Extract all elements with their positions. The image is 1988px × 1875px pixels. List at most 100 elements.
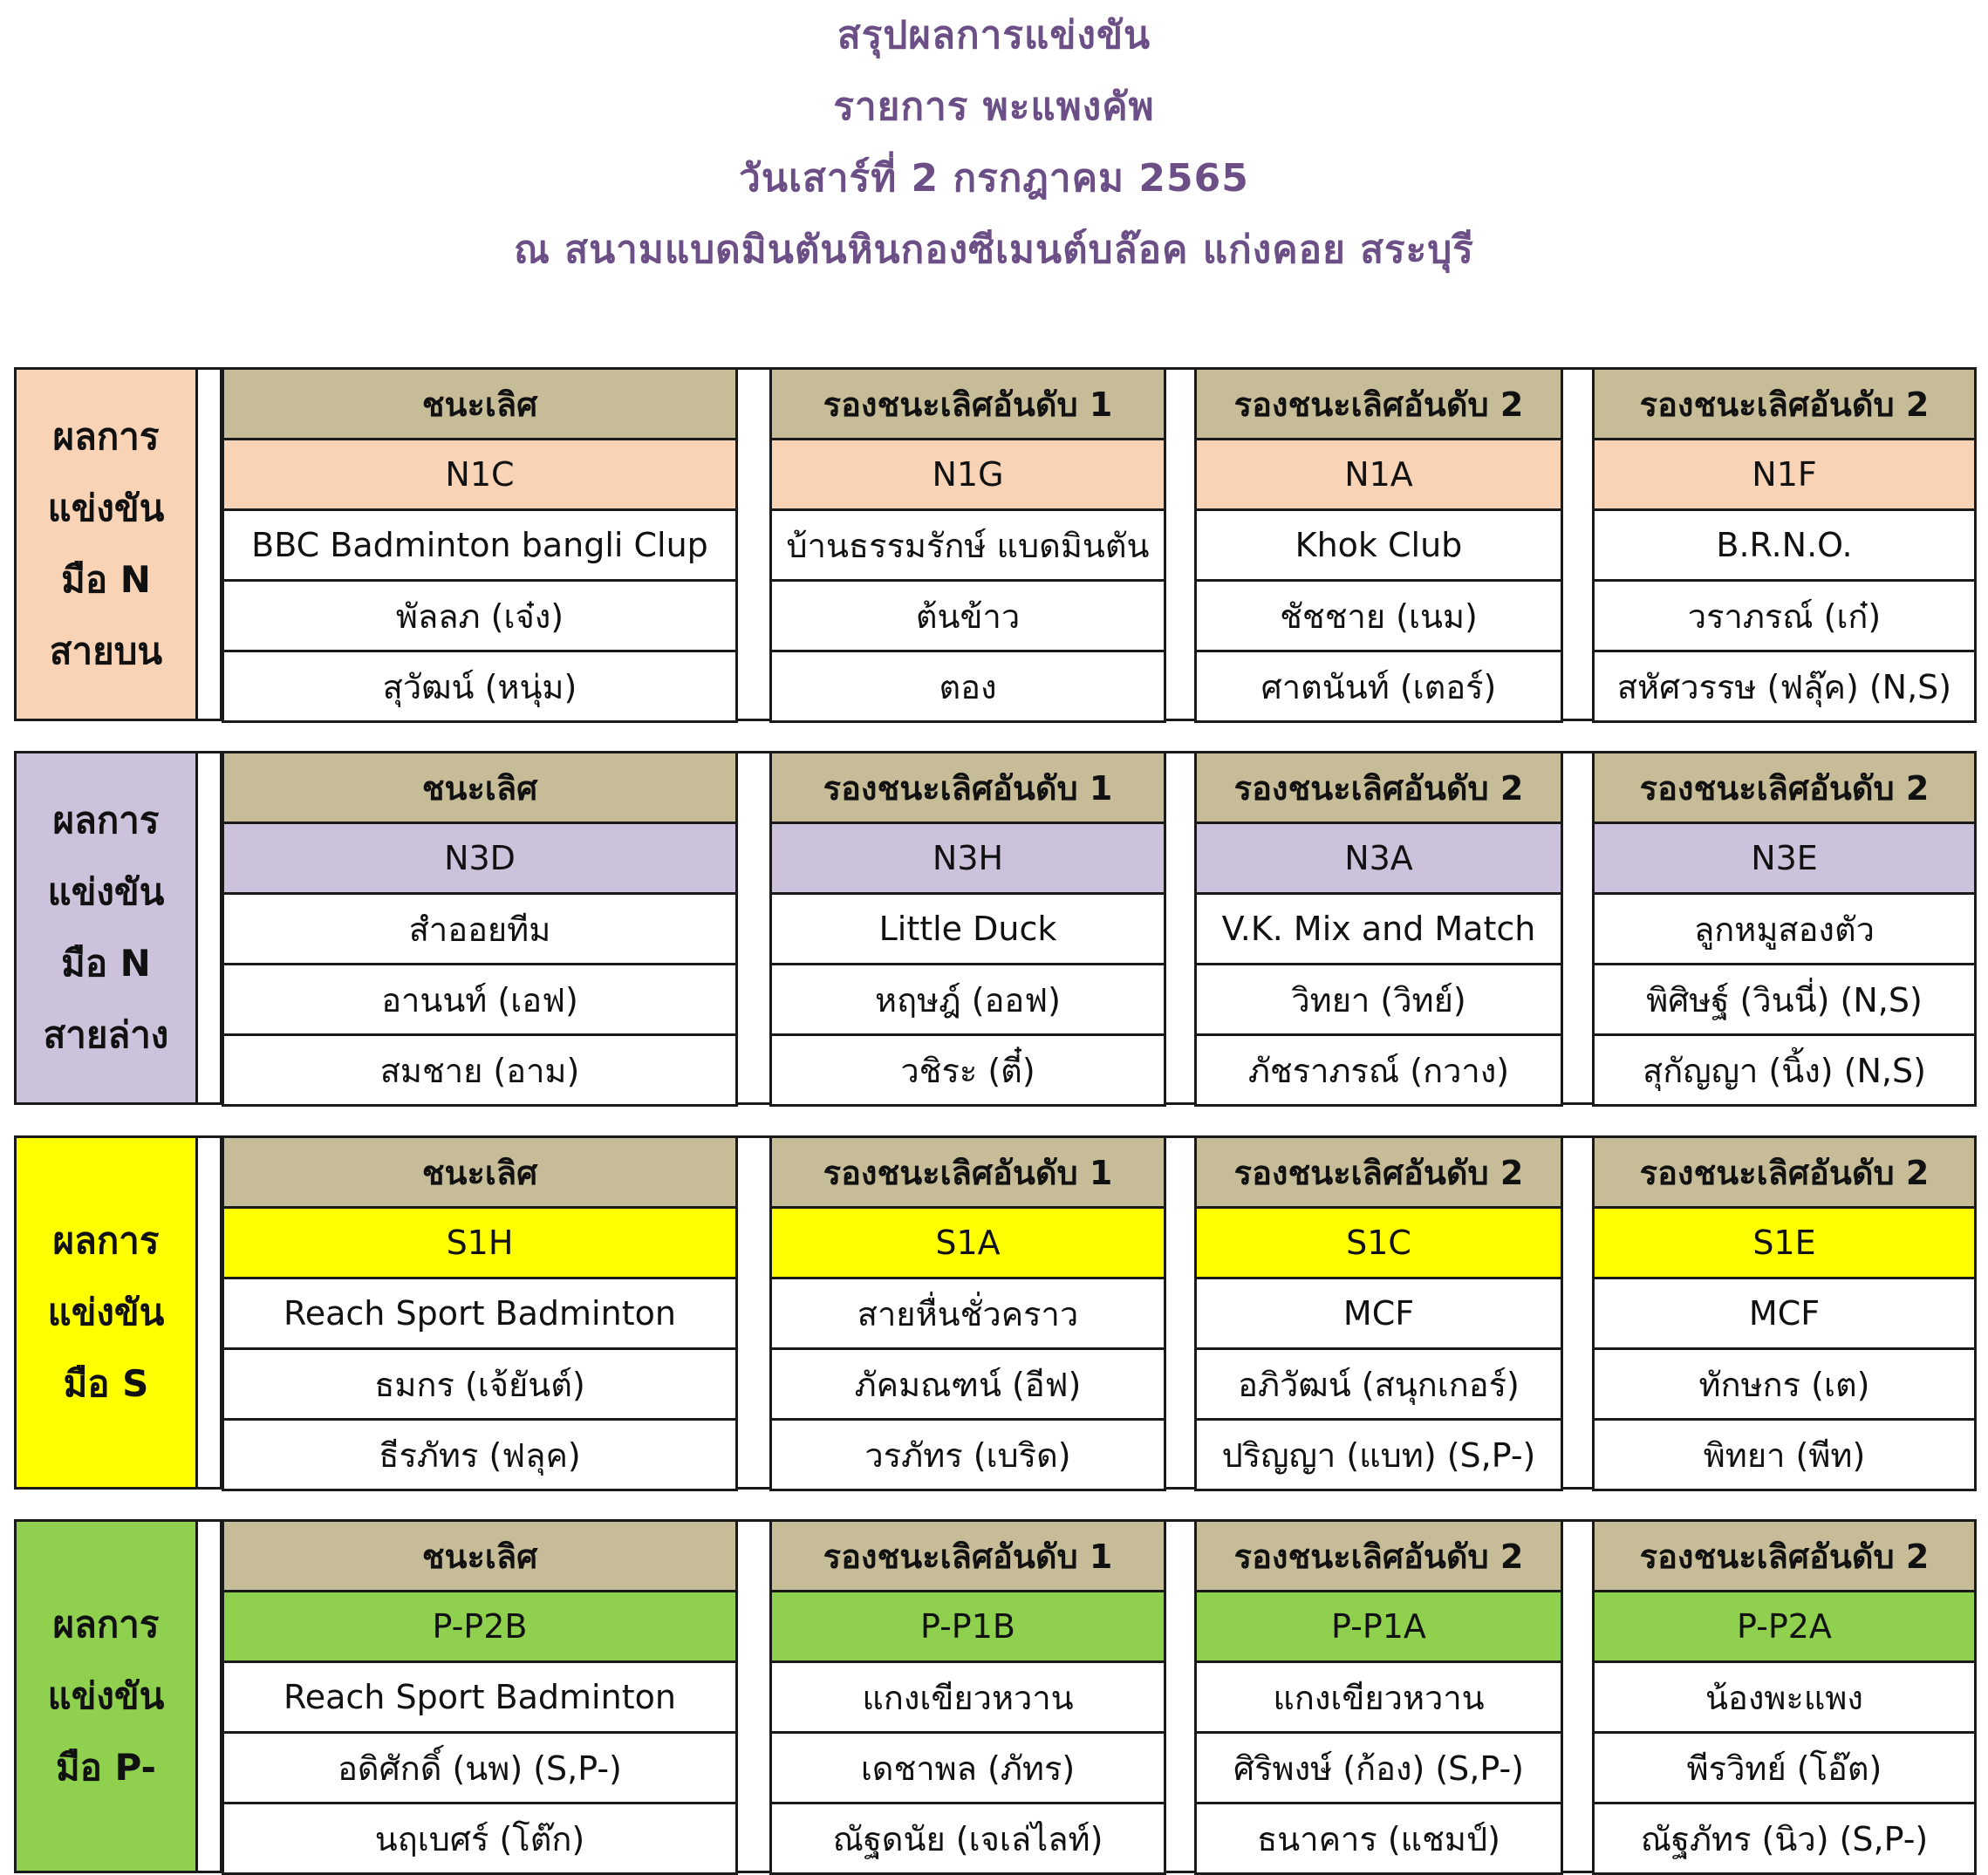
team-name: Khok Club bbox=[1194, 511, 1563, 582]
team-code: P-P1A bbox=[1194, 1592, 1563, 1663]
group-label-text: ผลการ แข่งขัน มือ P- bbox=[47, 1603, 165, 1789]
player-name: ณัฐดนัย (เจเล่ไลท์) bbox=[769, 1804, 1166, 1875]
team-name: ลูกหมูสองตัว bbox=[1592, 895, 1977, 965]
player-name: สุกัญญา (นิ้ง) (N,S) bbox=[1592, 1036, 1977, 1107]
rank-header: รองชนะเลิศอันดับ 1 bbox=[769, 751, 1166, 824]
spacer-column bbox=[198, 751, 222, 1105]
rank-header: รองชนะเลิศอันดับ 2 bbox=[1592, 1135, 1977, 1209]
player-name: ชัชชาย (เนม) bbox=[1194, 582, 1563, 652]
rank-header: ชนะเลิศ bbox=[222, 1519, 738, 1592]
spacer-column bbox=[198, 367, 222, 721]
group-label: ผลการ แข่งขัน มือ P- bbox=[14, 1519, 198, 1873]
spacer-column bbox=[198, 1519, 222, 1873]
rank-header: รองชนะเลิศอันดับ 2 bbox=[1194, 1519, 1563, 1592]
group-label: ผลการ แข่งขัน มือ N สายบน bbox=[14, 367, 198, 721]
player-name: ปริญญา (แบท) (S,P-) bbox=[1194, 1421, 1563, 1491]
title-line-4: ณ สนามแบดมินตันหินกองซีเมนต์บล๊อค แก่งคอ… bbox=[514, 228, 1474, 272]
player-name: หฤษฎ์ (ออฟ) bbox=[769, 965, 1166, 1036]
player-name: พีรวิทย์ (โอ๊ต) bbox=[1592, 1734, 1977, 1804]
group-label-text: ผลการ แข่งขัน มือ N สายบน bbox=[47, 415, 165, 672]
player-name: ภัชราภรณ์ (กวาง) bbox=[1194, 1036, 1563, 1107]
player-name: นฤเบศร์ (โต๊ก) bbox=[222, 1804, 738, 1875]
player-name: ณัฐภัทร (นิว) (S,P-) bbox=[1592, 1804, 1977, 1875]
rank-header: รองชนะเลิศอันดับ 1 bbox=[769, 1135, 1166, 1209]
player-name: พิทยา (พีท) bbox=[1592, 1421, 1977, 1491]
team-name: สำออยทีม bbox=[222, 895, 738, 965]
player-name: ศิริพงษ์ (ก้อง) (S,P-) bbox=[1194, 1734, 1563, 1804]
team-name: Little Duck bbox=[769, 895, 1166, 965]
rank-header: ชนะเลิศ bbox=[222, 1135, 738, 1209]
player-name: วชิระ (ตี๋) bbox=[769, 1036, 1166, 1107]
team-code: P-P2A bbox=[1592, 1592, 1977, 1663]
player-name: ตอง bbox=[769, 652, 1166, 723]
team-code: N3E bbox=[1592, 824, 1977, 895]
rank-header: ชนะเลิศ bbox=[222, 751, 738, 824]
title-line-2: รายการ พะแพงคัพ bbox=[833, 85, 1155, 129]
player-name: ทักษกร (เต) bbox=[1592, 1350, 1977, 1421]
spacer-column bbox=[1166, 1519, 1194, 1873]
team-code: P-P2B bbox=[222, 1592, 738, 1663]
team-code: P-P1B bbox=[769, 1592, 1166, 1663]
rank-header: รองชนะเลิศอันดับ 2 bbox=[1194, 367, 1563, 440]
team-code: N1A bbox=[1194, 440, 1563, 511]
player-name: ต้นข้าว bbox=[769, 582, 1166, 652]
player-name: สหัศวรรษ (ฟลุ๊ค) (N,S) bbox=[1592, 652, 1977, 723]
player-name: สมชาย (อาม) bbox=[222, 1036, 738, 1107]
rank-header: รองชนะเลิศอันดับ 2 bbox=[1592, 367, 1977, 440]
team-name: MCF bbox=[1194, 1279, 1563, 1350]
spacer-column bbox=[1563, 1519, 1592, 1873]
player-name: พิศิษฐ์ (วินนี่) (N,S) bbox=[1592, 965, 1977, 1036]
team-name: MCF bbox=[1592, 1279, 1977, 1350]
team-code: S1E bbox=[1592, 1209, 1977, 1279]
spacer-column bbox=[1563, 367, 1592, 721]
spacer-column bbox=[738, 751, 769, 1105]
player-name: ธีรภัทร (ฟลุค) bbox=[222, 1421, 738, 1491]
player-name: ศาตนันท์ (เตอร์) bbox=[1194, 652, 1563, 723]
rank-header: รองชนะเลิศอันดับ 2 bbox=[1194, 751, 1563, 824]
page-title-block: สรุปผลการแข่งขัน รายการ พะแพงคัพ วันเสาร… bbox=[0, 0, 1988, 286]
team-name: Reach Sport Badminton bbox=[222, 1279, 738, 1350]
rank-header: รองชนะเลิศอันดับ 1 bbox=[769, 1519, 1166, 1592]
player-name: อภิวัฒน์ (สนุกเกอร์) bbox=[1194, 1350, 1563, 1421]
group-label: ผลการ แข่งขัน มือ S bbox=[14, 1135, 198, 1490]
player-name: เดชาพล (ภัทร) bbox=[769, 1734, 1166, 1804]
player-name: วิทยา (วิทย์) bbox=[1194, 965, 1563, 1036]
team-code: N1C bbox=[222, 440, 738, 511]
player-name: สุวัฒน์ (หนุ่ม) bbox=[222, 652, 738, 723]
team-name: แกงเขียวหวาน bbox=[1194, 1663, 1563, 1734]
rank-header: รองชนะเลิศอันดับ 1 bbox=[769, 367, 1166, 440]
team-name: สายหื่นชั่วคราว bbox=[769, 1279, 1166, 1350]
team-code: S1C bbox=[1194, 1209, 1563, 1279]
player-name: ธนาคาร (แชมป์) bbox=[1194, 1804, 1563, 1875]
team-code: N1F bbox=[1592, 440, 1977, 511]
spacer-column bbox=[1166, 367, 1194, 721]
player-name: วรภัทร (เบริด) bbox=[769, 1421, 1166, 1491]
team-code: N1G bbox=[769, 440, 1166, 511]
spacer-column bbox=[1563, 751, 1592, 1105]
team-code: N3A bbox=[1194, 824, 1563, 895]
team-code: N3D bbox=[222, 824, 738, 895]
spacer-column bbox=[1563, 1135, 1592, 1490]
spacer-column bbox=[1166, 1135, 1194, 1490]
rank-header: รองชนะเลิศอันดับ 2 bbox=[1592, 751, 1977, 824]
team-name: แกงเขียวหวาน bbox=[769, 1663, 1166, 1734]
group-label: ผลการ แข่งขัน มือ N สายล่าง bbox=[14, 751, 198, 1105]
player-name: อานนท์ (เอฟ) bbox=[222, 965, 738, 1036]
team-code: S1A bbox=[769, 1209, 1166, 1279]
